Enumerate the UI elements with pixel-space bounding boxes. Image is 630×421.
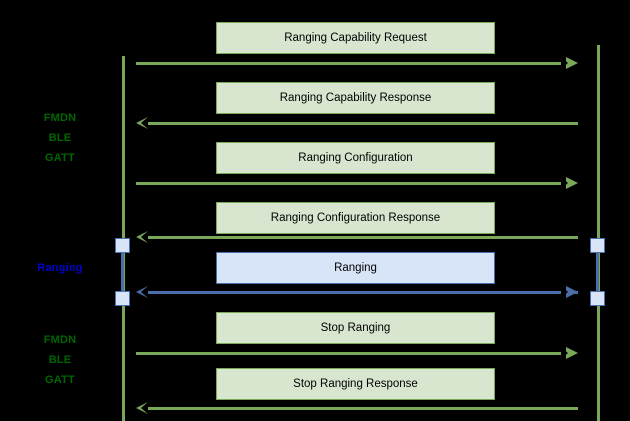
message-box-stop-ranging: Stop Ranging [216, 312, 495, 344]
arrow-notch [561, 57, 568, 69]
message-arrow-ranging-configuration [136, 182, 566, 185]
right-lifeline [597, 45, 600, 421]
message-box-ranging: Ranging [216, 252, 495, 284]
arrow-notch [141, 286, 148, 298]
message-box-ranging-configuration: Ranging Configuration [216, 142, 495, 174]
message-arrow-ranging [148, 291, 578, 294]
message-arrow-ranging-configuration-response [148, 236, 578, 239]
arrow-notch [561, 177, 568, 189]
message-arrow-ranging-capability-response [148, 122, 578, 125]
phase-label-fmdn-ble-gatt-bottom: FMDN BLE GATT [43, 334, 77, 386]
message-arrow-ranging-capability-request [136, 62, 566, 65]
message-box-ranging-capability-request: Ranging Capability Request [216, 22, 495, 54]
arrow-head-right-icon [566, 177, 578, 189]
arrow-notch [561, 347, 568, 359]
phase-label-ranging: Ranging [37, 262, 83, 274]
arrow-notch [141, 402, 148, 414]
activation-node-right-start [590, 238, 605, 253]
arrow-head-right-icon [566, 57, 578, 69]
message-box-stop-ranging-response: Stop Ranging Response [216, 368, 495, 400]
activation-node-left-end [115, 291, 130, 306]
phase-label-fmdn-ble-gatt-top: FMDN BLE GATT [43, 112, 77, 164]
activation-bar-left [121, 245, 124, 298]
activation-node-right-end [590, 291, 605, 306]
arrow-notch [561, 286, 568, 298]
message-box-ranging-capability-response: Ranging Capability Response [216, 82, 495, 114]
activation-bar-right [596, 245, 599, 298]
arrow-head-right-icon [566, 286, 578, 298]
message-arrow-stop-ranging [136, 352, 566, 355]
activation-node-left-start [115, 238, 130, 253]
message-box-ranging-configuration-response: Ranging Configuration Response [216, 202, 495, 234]
arrow-head-right-icon [566, 347, 578, 359]
arrow-notch [141, 117, 148, 129]
arrow-notch [141, 231, 148, 243]
message-arrow-stop-ranging-response [148, 407, 578, 410]
